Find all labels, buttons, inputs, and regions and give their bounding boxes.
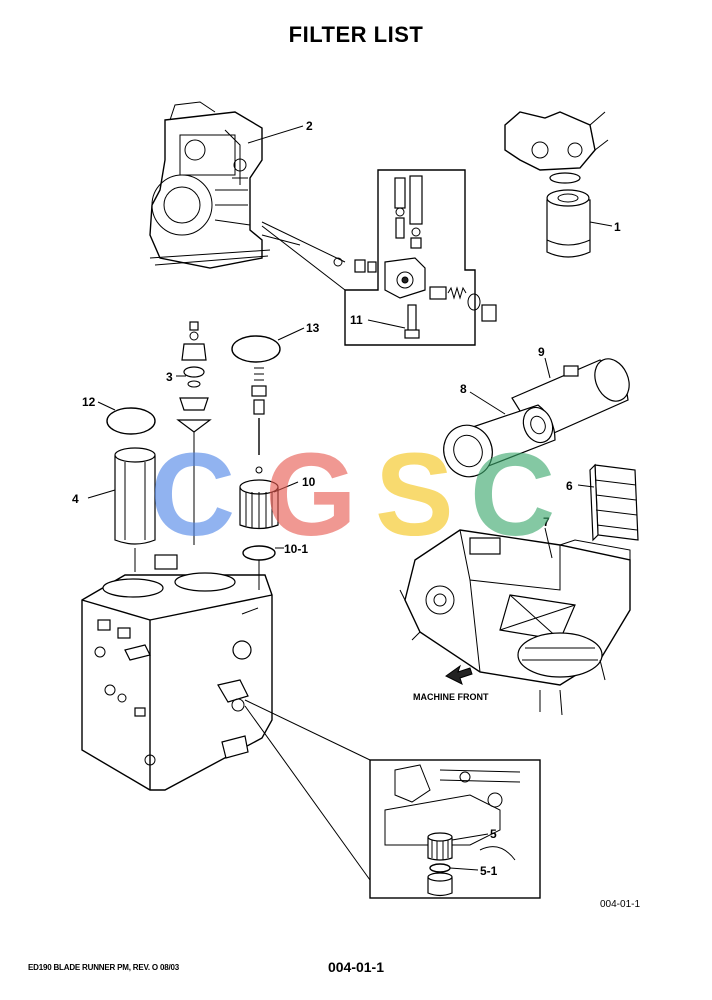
machine-front-label: MACHINE FRONT (413, 692, 489, 702)
hvac-unit-drawing (399, 529, 631, 716)
oil-filter-drawing (504, 111, 609, 258)
footer-page-number: 004-01-1 (327, 959, 385, 975)
pilot-filter-detail (369, 759, 541, 899)
engine-drawing (149, 101, 301, 269)
callout-2: 2 (306, 119, 313, 133)
callout-1: 1 (614, 220, 621, 234)
page-title: FILTER LIST (288, 22, 424, 47)
callout-5: 5 (490, 827, 497, 841)
callout-13: 13 (306, 321, 320, 335)
callout-7: 7 (543, 515, 550, 529)
fuel-pump-detail (333, 169, 497, 346)
callout-11: 11 (350, 313, 363, 327)
o-ring-12 (106, 407, 156, 435)
pilot-filter-stack (239, 367, 279, 561)
callout-3: 3 (166, 370, 173, 384)
callout-6: 6 (566, 479, 573, 493)
o-ring-13 (231, 335, 281, 363)
callout-12: 12 (82, 395, 96, 409)
watermark: C G S C (150, 429, 555, 561)
watermark-letter-2: G (265, 429, 357, 561)
leader-2 (247, 125, 304, 144)
watermark-letter-4: C (470, 429, 555, 561)
callout-9: 9 (538, 345, 545, 359)
breather-stack (176, 321, 212, 433)
figure-reference: 004-01-1 (600, 899, 641, 910)
callout-10-1: 10-1 (284, 542, 308, 556)
watermark-letter-1: C (150, 429, 235, 561)
footer-document-info: ED190 BLADE RUNNER PM, REV. O 08/03 (28, 963, 179, 972)
callout-5-1: 5-1 (480, 864, 498, 878)
callout-10: 10 (302, 475, 316, 489)
hydraulic-tank (81, 554, 273, 791)
air-cleaner-drawing (443, 358, 630, 478)
machine-front-arrow-icon (445, 664, 473, 685)
cab-filter-6 (589, 463, 639, 542)
callout-8: 8 (460, 382, 467, 396)
hydraulic-filter-4 (114, 447, 156, 545)
callout-4: 4 (72, 492, 79, 506)
watermark-letter-3: S (375, 429, 454, 561)
